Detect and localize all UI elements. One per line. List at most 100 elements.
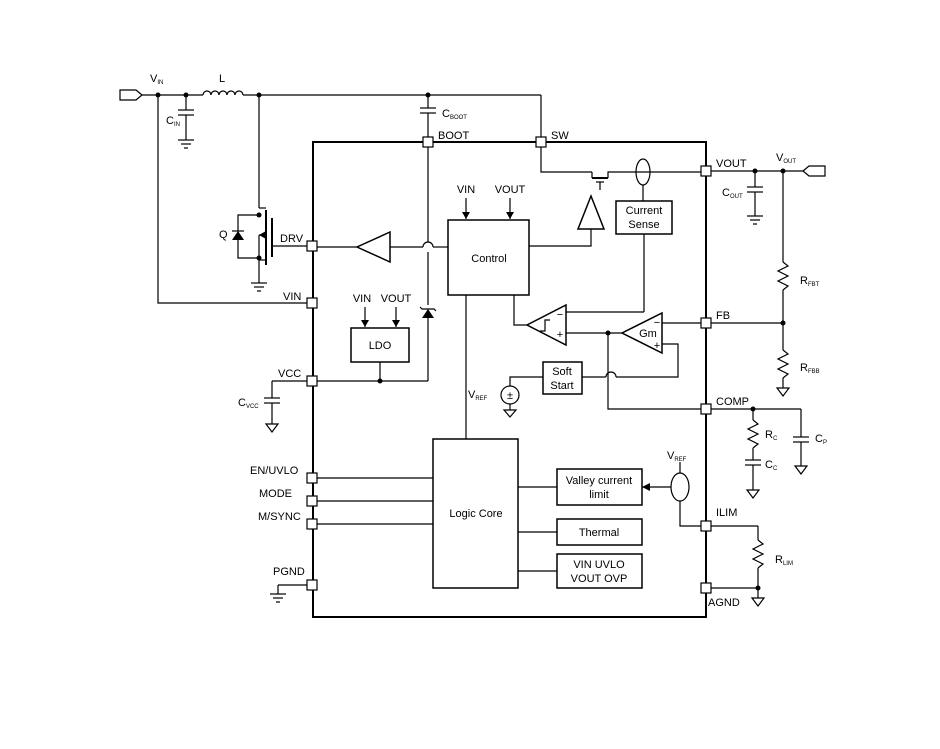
sw-internal-wire <box>540 147 592 173</box>
vin-label: VIN <box>150 73 163 86</box>
gm-plus: + <box>654 340 660 352</box>
soft-start-block <box>542 361 583 395</box>
pin-m-sync-label: M/SYNC <box>258 511 301 523</box>
control-vout-label: VOUT <box>495 184 526 196</box>
pin-en-uvlo <box>306 472 318 484</box>
comparator-minus: − <box>557 309 563 321</box>
q-ground-icon <box>251 282 267 292</box>
thermal-block <box>556 518 643 546</box>
pin-boot-label: BOOT <box>438 130 469 142</box>
control-vout-arrow <box>506 212 514 219</box>
pin-drv-label: DRV <box>280 233 304 245</box>
cp-label: CP <box>815 433 827 446</box>
drv-crossover <box>422 241 434 248</box>
pin-vin <box>306 297 318 309</box>
ldo-vin-label: VIN <box>353 293 371 305</box>
pin-fb-label: FB <box>716 310 730 322</box>
pin-ilim <box>700 520 712 532</box>
pin-sw-label: SW <box>551 130 569 142</box>
pin-comp-label: COMP <box>716 396 749 408</box>
q-body-arrow <box>259 231 266 239</box>
pin-boot <box>422 136 434 148</box>
protect-label-1: VIN UVLO <box>573 559 625 571</box>
rc-resistor <box>746 419 760 449</box>
agnd-ground-icon <box>750 597 766 607</box>
rc-label: RC <box>765 429 778 442</box>
rfbt-label: RFBT <box>800 275 820 288</box>
cc-ground-icon <box>745 489 761 499</box>
cin-ground-icon <box>178 139 194 149</box>
soft-start-label-2: Start <box>550 380 573 392</box>
valley-current-label-1: Valley current <box>566 475 632 487</box>
pin-mode <box>306 495 318 507</box>
pin-pgnd-label: PGND <box>273 566 305 578</box>
vref-ground-icon <box>502 409 518 418</box>
vref-ilim-label: VREF <box>667 450 687 463</box>
boot-diode-bar <box>419 306 437 312</box>
control-vin-arrow <box>462 212 470 219</box>
ldo-vout-arrow <box>392 320 400 327</box>
cboot-label: CBOOT <box>442 108 467 121</box>
vref-wire <box>509 376 543 386</box>
drv-buffer-icon <box>355 230 391 264</box>
pin-agnd-label: AGND <box>708 597 740 609</box>
inductor-label: L <box>219 73 225 85</box>
pin-vout <box>700 165 712 177</box>
ilim-sense-icon <box>670 472 690 502</box>
ldo-vout-label: VOUT <box>381 293 412 305</box>
switch-output-wire <box>607 171 701 178</box>
pin-vout-label: VOUT <box>716 158 747 170</box>
valley-current-label-2: limit <box>589 489 609 501</box>
ldo-vin-arrow <box>361 320 369 327</box>
gm-amplifier-icon <box>620 311 663 355</box>
inductor-symbol <box>202 90 244 96</box>
pin-sw <box>535 136 547 148</box>
cin-label: CIN <box>166 115 180 128</box>
pin-fb <box>700 317 712 329</box>
switch-driver-wire <box>529 229 592 247</box>
pin-vcc <box>306 375 318 387</box>
pin-pgnd <box>306 579 318 591</box>
current-sense-label-1: Current <box>626 205 663 217</box>
valley-arrow <box>642 483 650 491</box>
vin-connector <box>119 89 143 101</box>
pin-mode-label: MODE <box>259 488 292 500</box>
boot-diode-icon <box>422 309 434 318</box>
ldo-label: LDO <box>369 340 392 352</box>
current-sense-label-2: Sense <box>628 219 659 231</box>
rlim-label: RLIM <box>775 554 793 567</box>
rfbb-resistor <box>776 349 790 379</box>
comp-internal-wire <box>607 333 701 410</box>
pin-agnd <box>700 582 712 594</box>
vref-source-sign: ± <box>507 390 513 402</box>
gm-minus: − <box>654 317 660 329</box>
pin-comp <box>700 403 712 415</box>
rfbb-ground-icon <box>775 387 791 397</box>
q-diode-icon <box>232 231 244 240</box>
switch-driver-icon <box>576 193 606 230</box>
q-label: Q <box>219 229 228 241</box>
control-block <box>447 219 530 296</box>
rlim-resistor <box>751 539 765 569</box>
vout-label: VOUT <box>776 152 796 165</box>
protect-block <box>556 553 643 589</box>
control-vin-label: VIN <box>457 184 475 196</box>
thermal-label: Thermal <box>579 527 619 539</box>
cc-label: CC <box>765 459 778 472</box>
vin-pin-wire <box>157 95 307 304</box>
pin-drv <box>306 240 318 252</box>
cout-label: COUT <box>722 187 743 200</box>
cvcc-ground-icon <box>264 423 280 433</box>
pin-vin-label: VIN <box>283 291 301 303</box>
vref-label: VREF <box>468 389 488 402</box>
pin-m-sync <box>306 518 318 530</box>
control-label: Control <box>471 253 506 265</box>
soft-start-label-1: Soft <box>552 366 572 378</box>
logic-core-block <box>432 438 519 589</box>
cp-ground-icon <box>793 465 809 475</box>
comparator-output-wire <box>513 295 527 326</box>
hysteresis-icon <box>540 319 550 332</box>
pin-ilim-label: ILIM <box>716 507 737 519</box>
protect-label-2: VOUT OVP <box>571 573 628 585</box>
